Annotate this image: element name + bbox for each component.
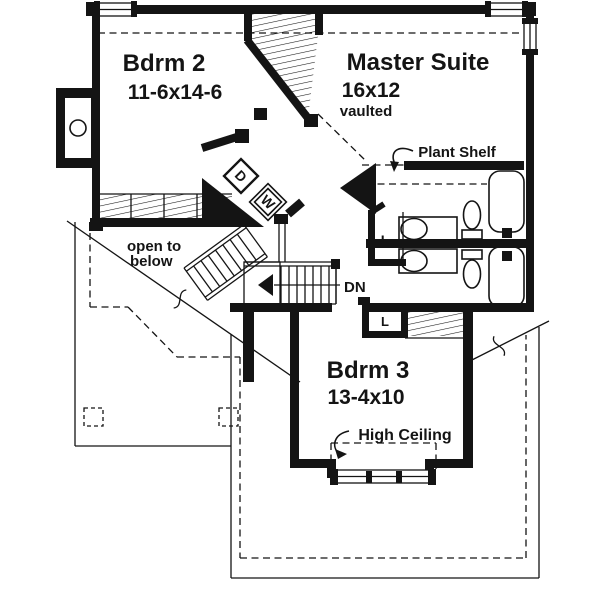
room-label-bdrm3: Bdrm 3 xyxy=(327,357,410,384)
center-closet-wall-left xyxy=(244,5,252,41)
room-note-vaulted: vaulted xyxy=(340,103,393,120)
exterior-wall-top xyxy=(93,5,534,14)
linen-label-bath: L xyxy=(381,232,390,248)
room-dims-bdrm2: 11-6x14-6 xyxy=(128,81,223,104)
lower-level-outline xyxy=(66,220,550,579)
post-below-right xyxy=(218,407,239,427)
chimney-flue xyxy=(69,119,87,137)
tub-faucet-lower xyxy=(502,251,512,261)
room-label-bdrm2: Bdrm 2 xyxy=(123,50,206,77)
open-below-label-2: below xyxy=(130,253,173,270)
roof-diagonal-left xyxy=(66,220,301,383)
annotation-arrows xyxy=(333,147,414,459)
bdrm3-closet-hatch xyxy=(405,312,463,336)
exterior-wall-right xyxy=(526,5,534,312)
room-dims-bdrm3: 13-4x10 xyxy=(327,386,404,409)
sink-upper xyxy=(400,217,428,241)
post-below-left xyxy=(83,407,104,427)
laundry-wall xyxy=(200,132,242,152)
bdrm3-wall-right xyxy=(463,306,473,466)
linen-closet-upper-wall xyxy=(368,210,375,266)
vault-line-dashed xyxy=(317,113,367,162)
bdrm2-closet-wall xyxy=(90,218,210,227)
linen-closet-hall-wall xyxy=(362,306,369,338)
toilet-bowl-upper xyxy=(462,200,482,230)
room-label-master: Master Suite xyxy=(347,49,490,76)
railing-end-post xyxy=(331,259,340,269)
stairwell-west-wall xyxy=(243,312,254,382)
break-mark-right xyxy=(492,335,506,357)
bathtub-upper xyxy=(488,170,525,233)
high-ceiling-label: High Ceiling xyxy=(358,427,451,444)
toilet-bowl-lower xyxy=(462,259,482,289)
walls xyxy=(56,5,534,478)
room-dims-master: 16x12 xyxy=(342,79,400,102)
plant-shelf-label: Plant Shelf xyxy=(418,144,497,161)
windows xyxy=(86,1,538,485)
bathroom-divider-wall xyxy=(366,239,534,248)
roof-diagonal-right xyxy=(465,320,550,364)
bdrm3-wall-left xyxy=(290,306,299,466)
center-closet-wall-angled xyxy=(243,37,315,125)
dryer-unit: D xyxy=(222,157,260,195)
bdrm3-wall-bottom-left xyxy=(290,459,335,468)
stair-down-label: DN xyxy=(344,279,366,296)
plant-shelf-arrow xyxy=(392,147,414,165)
washer-unit: W xyxy=(248,182,288,222)
hall-south-wall xyxy=(230,303,332,312)
toilet-tank-lower xyxy=(461,249,483,260)
bathroom-south-wall xyxy=(362,303,534,312)
open-below-label-1: open to xyxy=(127,238,181,255)
stair-upper-run xyxy=(183,223,268,301)
stair-down-arrow xyxy=(258,274,273,296)
linen-label-hall: L xyxy=(381,314,389,329)
master-entry-wall xyxy=(340,163,376,214)
plant-shelf-wall xyxy=(404,161,524,170)
bdrm3-wall-bottom-right xyxy=(428,459,473,468)
angled-wall-stair xyxy=(202,178,264,227)
break-mark-left xyxy=(173,289,187,309)
center-closet-wall-right xyxy=(315,5,323,35)
stairs xyxy=(183,214,340,305)
tub-faucet-upper xyxy=(502,228,512,238)
toilet-tank-upper xyxy=(461,229,483,240)
closet-hatching xyxy=(98,9,463,339)
center-closet-hatch xyxy=(250,9,318,118)
